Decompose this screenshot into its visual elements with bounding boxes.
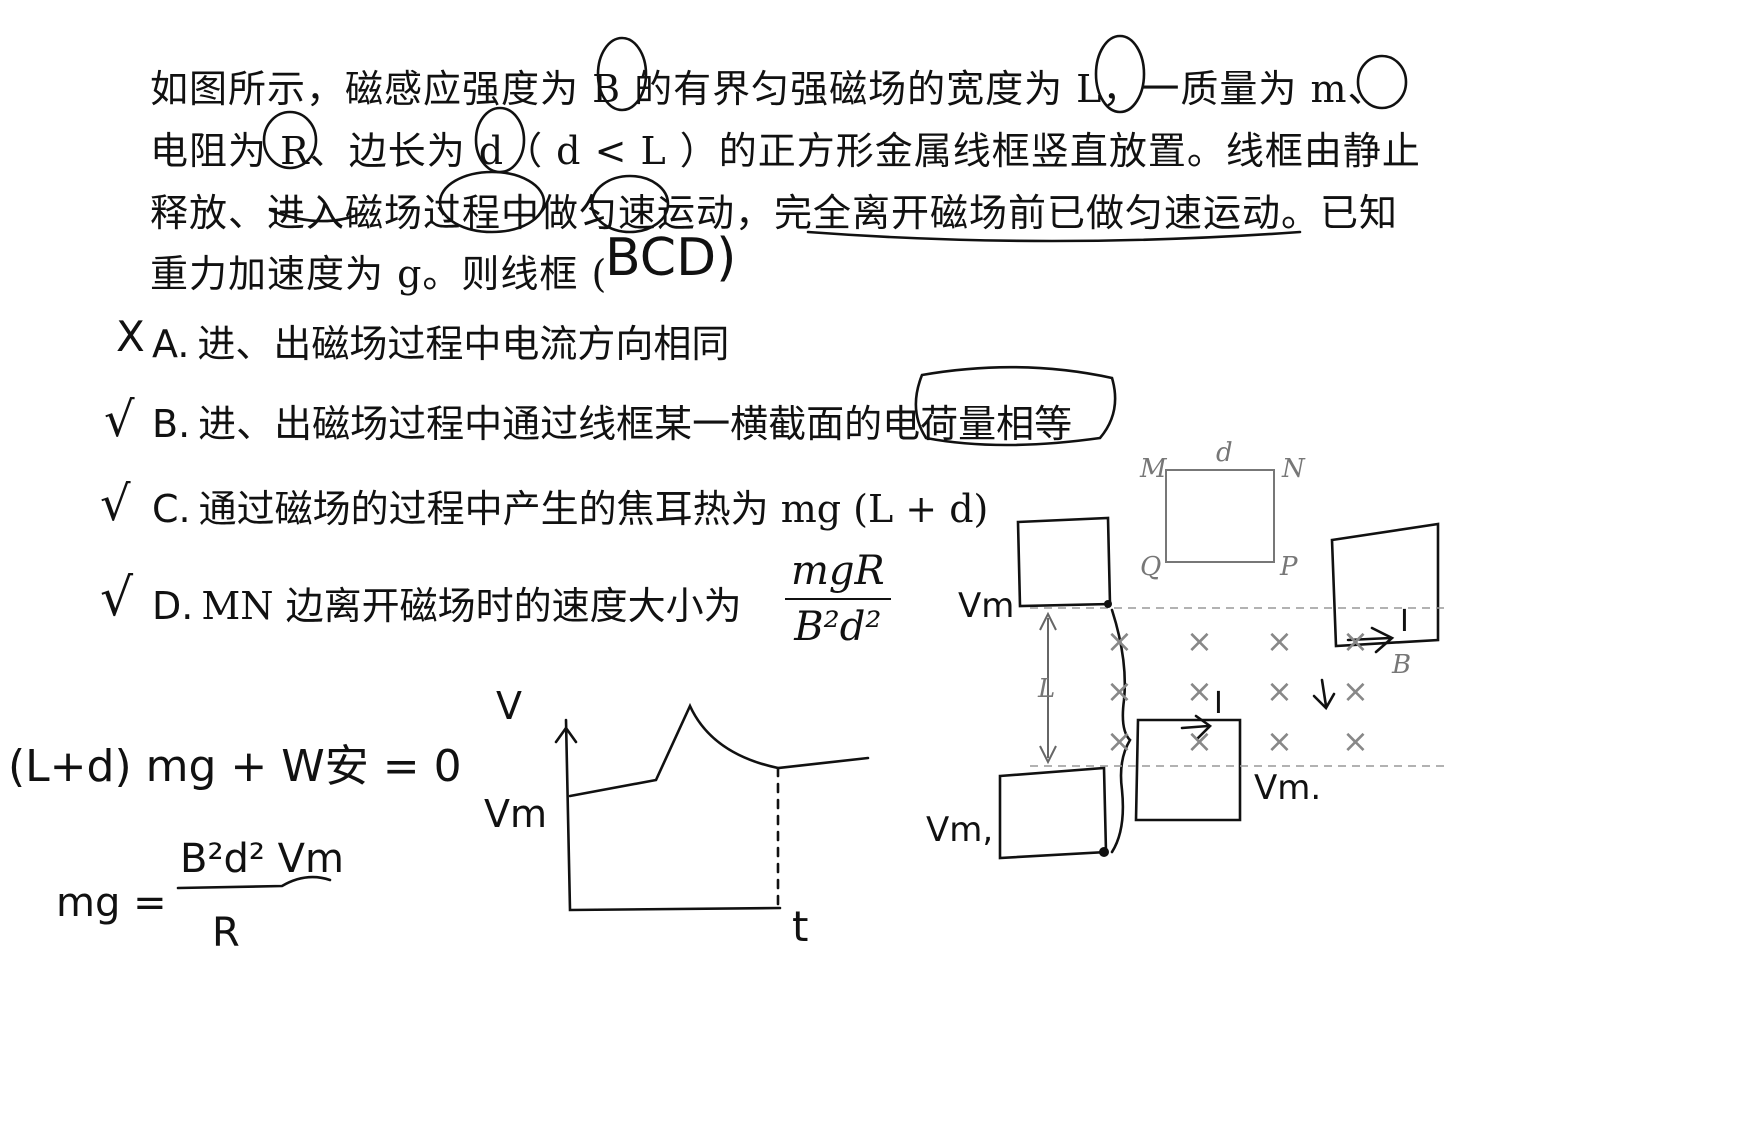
circle-yun [590,174,670,234]
field-cross: × [1186,722,1213,760]
field-cross: × [1342,722,1369,760]
option-c[interactable]: C.通过磁场的过程中产生的焦耳热为 mg (L + d) [152,478,988,533]
field-cross: × [1266,722,1293,760]
option-c-text: 通过磁场的过程中产生的焦耳热为 mg (L + d) [198,487,989,531]
question-line-1: 如图所示，磁感应强度为 B 的有界匀强磁场的宽度为 L，一质量为 m、 [150,67,1387,111]
hw-vm-top: Vm [958,586,1015,626]
field-cross: × [1186,672,1213,710]
option-c-mark: √ [100,476,131,532]
frame-right [1330,522,1440,648]
hw-current-mid: I [1214,686,1223,721]
field-cross: × [1106,672,1133,710]
graph-curve [568,702,870,798]
brace-left [1110,608,1132,854]
hw-equation-2-denominator: R [212,910,240,956]
circle-charge [914,365,1117,447]
option-d-letter: D. [152,584,194,628]
option-d-fraction: mgR B²d² [785,548,891,650]
question-line-4: 重力加速度为 g。则线框 ( [150,252,608,296]
option-a[interactable]: A.进、出磁场过程中电流方向相同 [152,313,729,368]
circle-l [1094,34,1146,114]
option-c-letter: C. [152,487,191,531]
option-d[interactable]: D.MN 边离开磁场时的速度大小为 [152,575,742,630]
frame-middle [1134,718,1242,822]
question-line-3: 释放、进入磁场过程中做匀速运动，完全离开磁场前已做匀速运动。已知 [150,191,1399,235]
corner-label-p: P [1280,552,1298,582]
field-label-b: B [1392,650,1412,680]
hw-graph-t: t [792,902,809,951]
option-a-letter: A. [152,322,190,366]
fraction-denominator: B²d² [794,604,882,650]
hw-current-right: I [1400,604,1409,639]
hw-equation-2-numerator: B²d² Vm [180,836,344,882]
field-cross: × [1342,622,1369,660]
option-b-mark: √ [104,392,135,448]
eq-fraction-bar [176,875,332,890]
current-arrow-right [1346,626,1395,654]
field-cross: × [1106,722,1133,760]
circle-m [1356,54,1408,110]
strike-jinru [268,208,362,223]
field-cross: × [1266,672,1293,710]
hw-vm-left: Vm, [926,810,994,850]
down-arrow [1312,678,1336,711]
option-a-text: 进、出磁场过程中电流方向相同 [197,322,730,366]
printed-figure [1030,469,1448,857]
hw-equation-2-left: mg = [56,880,167,926]
graph-axes [564,718,782,912]
field-cross: × [1342,672,1369,710]
frame-top [1016,516,1112,608]
field-cross: × [1106,622,1133,660]
fraction-numerator: mgR [785,548,891,600]
width-arrow-heads [1039,611,1057,765]
corner-label-m: M [1140,454,1167,484]
hw-equation-1: (L+d) mg + W安 = 0 [8,741,462,792]
circle-d [474,106,526,174]
graph-axis-arrow [554,725,578,744]
circle-r [262,110,318,170]
handwritten-annotations [176,34,1440,912]
option-b-letter: B. [152,402,191,446]
side-label-d: d [1216,438,1233,468]
corner-dot-top [1104,600,1112,608]
hw-vm-right: Vm. [1254,768,1322,808]
hw-graph-v: V [496,684,522,728]
corner-dot-bottom [1099,847,1109,857]
field-cross: × [1186,622,1213,660]
underline-leave [806,230,1302,243]
corner-label-q: Q [1140,552,1162,582]
option-d-text: MN 边离开磁场时的速度大小为 [201,584,742,628]
field-cross: × [1266,622,1293,660]
circle-b [596,36,648,112]
hw-graph-vm: Vm [484,792,548,836]
frame-bottom [998,766,1108,860]
handwritten-answer: BCD) [605,228,737,288]
square-loop [1165,469,1275,563]
field-width-label: L [1038,674,1056,704]
corner-label-n: N [1282,454,1305,484]
circle-guocheng [438,170,546,234]
question-line-2: 电阻为 R、边长为 d（ d < L ）的正方形金属线框竖直放置。线框由静止 [150,129,1421,173]
option-d-mark: √ [100,568,134,628]
option-a-mark: X [116,312,145,361]
